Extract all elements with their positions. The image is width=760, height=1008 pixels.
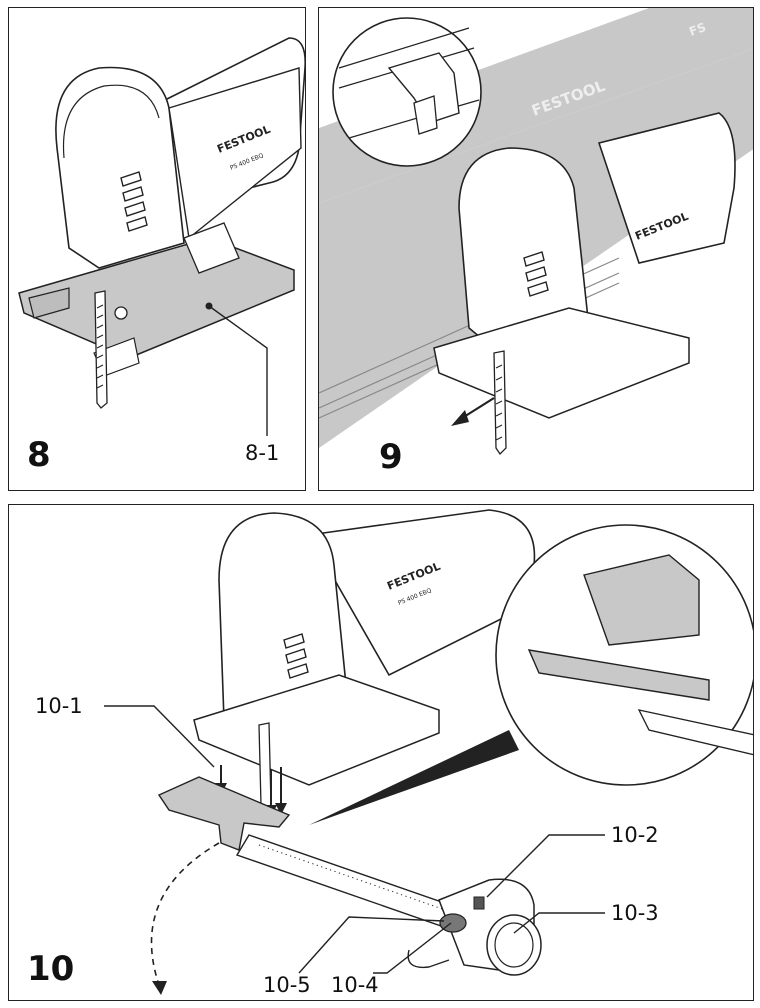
- jigsaw-guide-rail-illustration: FESTOOL FS FESTOOL: [319, 8, 753, 456]
- jigsaw-parallel-guide-illustration: FESTOOL PS 400 EBQ: [104, 509, 753, 995]
- callout-label: 10-3: [611, 901, 659, 925]
- figure-9-panel: FESTOOL FS FESTOOL 9: [318, 7, 754, 491]
- figure-number: 9: [379, 437, 403, 477]
- figure-number: 10: [27, 949, 75, 989]
- callout-label: 10-2: [611, 823, 659, 847]
- figure-8-panel: FESTOOL PS 400 EBQ 8 8-1: [8, 7, 306, 491]
- callout-label: 10-4: [331, 973, 379, 997]
- callout-label: 10-5: [263, 973, 311, 997]
- detail-magnifier: [332, 17, 482, 167]
- jigsaw-splinter-guard-illustration: FESTOOL PS 400 EBQ: [18, 37, 305, 436]
- figure-number: 8: [27, 435, 51, 475]
- rail-fs-label: FS: [687, 20, 708, 39]
- callout-label: 10-1: [35, 694, 83, 718]
- figure-10-panel: FESTOOL PS 400 EBQ: [8, 504, 754, 1001]
- callout-label: 8-1: [245, 441, 280, 465]
